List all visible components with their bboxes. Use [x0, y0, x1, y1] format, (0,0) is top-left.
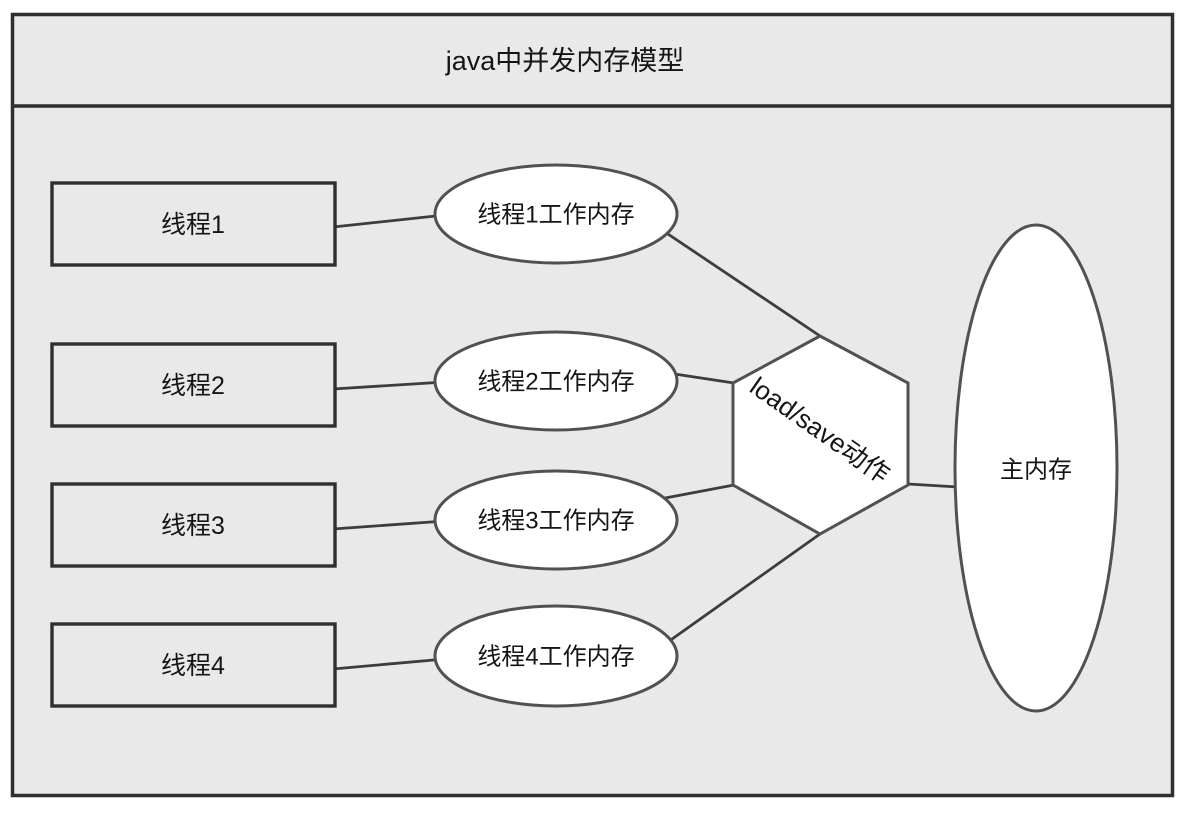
thread1-working-memory-ellipse	[433, 163, 679, 265]
main-memory-label: 主内存	[1000, 457, 1072, 484]
thread3-working-memory-ellipse	[433, 469, 679, 571]
thread2-box	[50, 342, 337, 428]
thread-row-1: 线程1 线程1工作内存	[50, 163, 679, 267]
thread4-working-memory-label: 线程4工作内存	[477, 644, 634, 671]
connector-memory4-to-hexagon	[656, 532, 822, 651]
thread1-working-memory-label: 线程1工作内存	[477, 202, 634, 229]
load-save-hexagon	[731, 334, 910, 536]
thread-row-2: 线程2 线程2工作内存	[50, 330, 679, 432]
main-memory-ellipse	[953, 223, 1119, 713]
thread1-box	[50, 181, 337, 267]
main-memory-node: 主内存	[953, 223, 1119, 713]
connector-thread3-to-memory3	[331, 519, 447, 531]
connector-memory2-to-hexagon	[666, 371, 736, 385]
thread-row-3: 线程3 线程3工作内存	[50, 469, 679, 571]
connector-hexagon-to-main-memory	[906, 482, 960, 489]
thread-row-4: 线程4 线程4工作内存	[50, 604, 679, 708]
thread3-label: 线程3	[161, 512, 225, 540]
thread2-working-memory-ellipse	[433, 330, 679, 432]
connector-memory1-to-hexagon	[651, 222, 822, 338]
connector-memory3-to-hexagon	[658, 483, 736, 501]
thread3-working-memory-label: 线程3工作内存	[477, 508, 634, 535]
load-save-node: load/save动作	[731, 334, 910, 536]
thread2-working-memory-label: 线程2工作内存	[477, 369, 634, 396]
connector-thread1-to-memory1	[331, 213, 447, 229]
thread2-label: 线程2	[161, 372, 225, 400]
diagram-title: java中并发内存模型	[445, 46, 685, 76]
thread1-label: 线程1	[161, 211, 225, 239]
thread3-box	[50, 482, 337, 568]
thread4-box	[50, 622, 337, 708]
connectors	[331, 213, 960, 671]
thread4-working-memory-ellipse	[433, 604, 679, 708]
connector-thread4-to-memory4	[331, 657, 447, 671]
connector-thread2-to-memory2	[331, 380, 447, 391]
thread4-label: 线程4	[161, 652, 225, 680]
